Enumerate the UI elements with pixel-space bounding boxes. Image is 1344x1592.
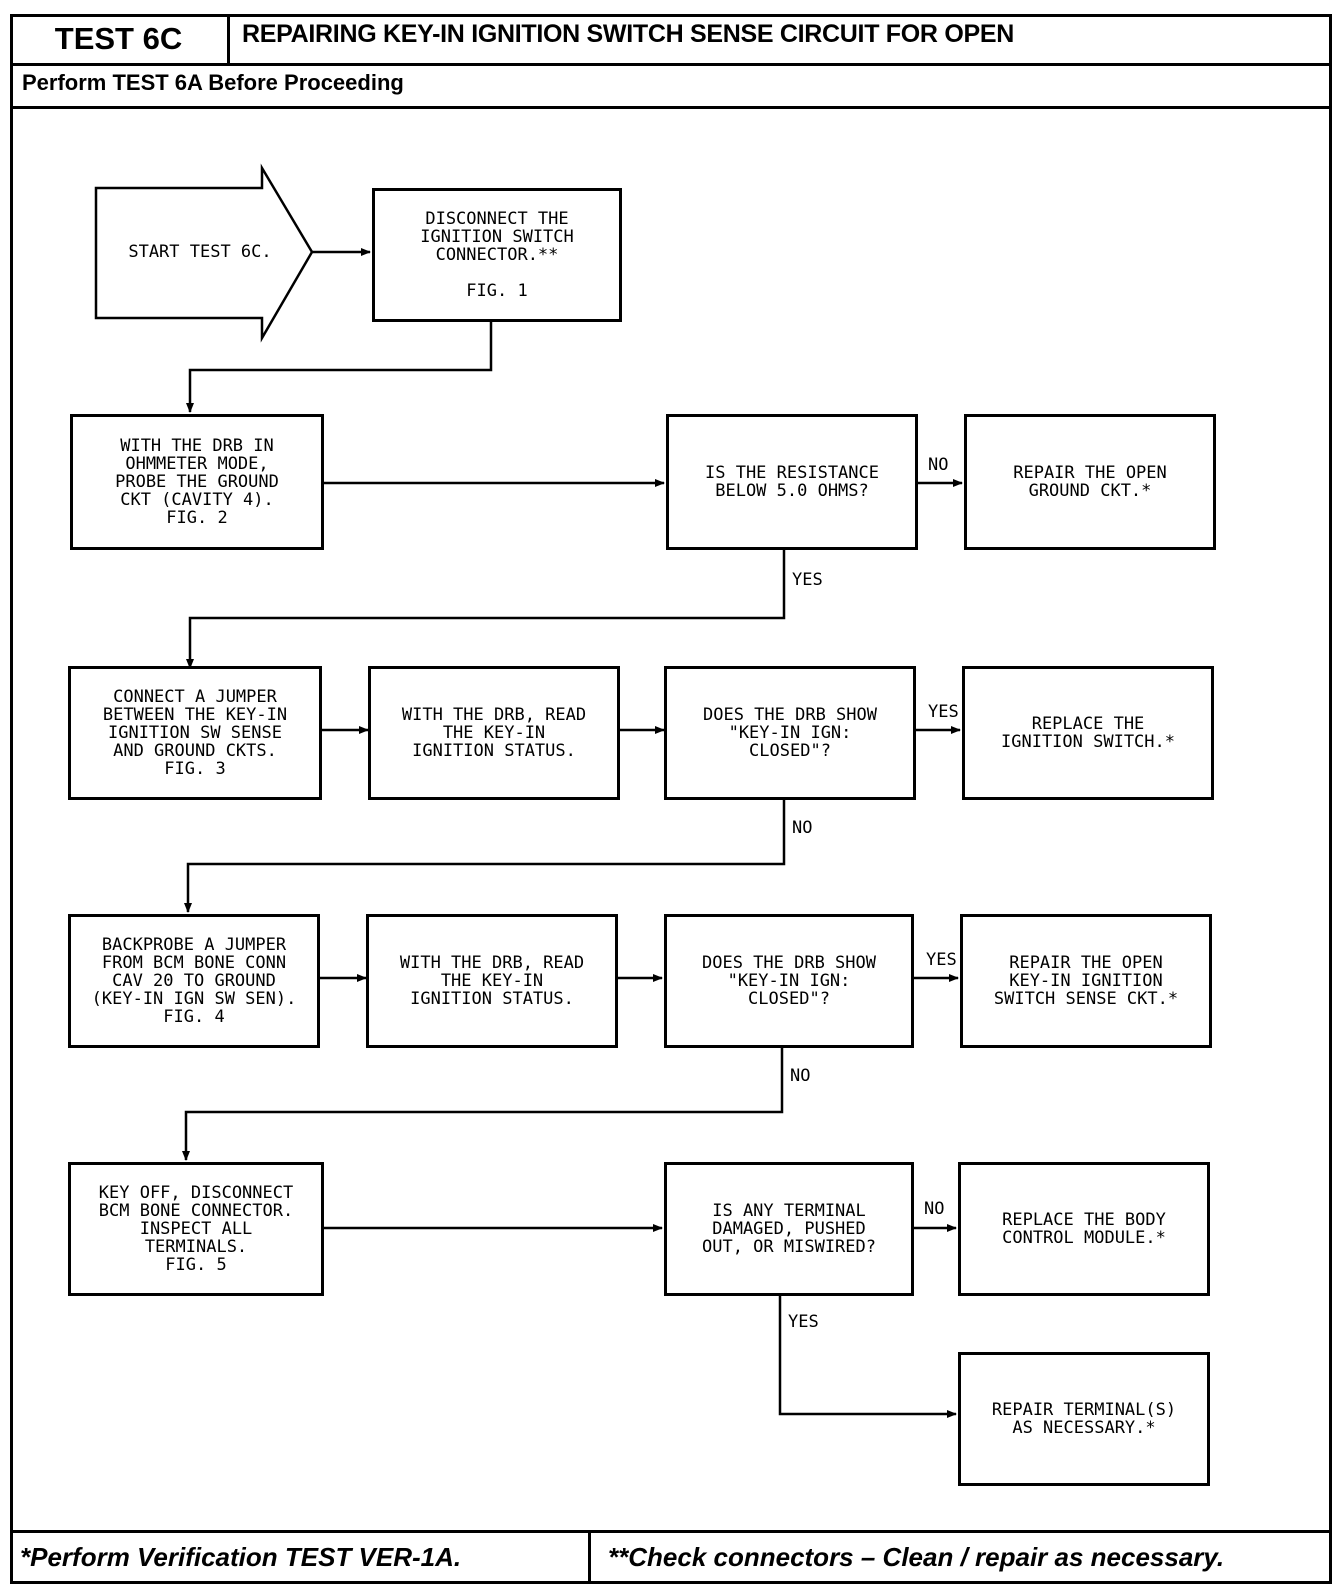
branch-no-label: NO [790,1066,811,1086]
repair-terminals-step: REPAIR TERMINAL(S) AS NECESSARY.* [958,1352,1210,1486]
footer-connector-note: **Check connectors – Clean / repair as n… [608,1542,1225,1572]
start-arrow-shape [94,163,314,343]
connect-jumper-step: CONNECT A JUMPER BETWEEN THE KEY-IN IGNI… [68,666,322,800]
drb-show-question-1: DOES THE DRB SHOW "KEY-IN IGN: CLOSED"? [664,666,916,800]
branch-no-label: NO [928,455,949,475]
branch-no-label: NO [924,1199,945,1219]
footer-separator [588,1530,591,1584]
header-divider [10,63,1332,66]
branch-yes-label: YES [928,702,959,722]
probe-ground-step: WITH THE DRB IN OHMMETER MODE, PROBE THE… [70,414,324,550]
branch-yes-label: YES [926,950,957,970]
read-status-step-2: WITH THE DRB, READ THE KEY-IN IGNITION S… [366,914,618,1048]
repair-ground-step: REPAIR THE OPEN GROUND CKT.* [964,414,1216,550]
start-node: START TEST 6C. [128,242,272,262]
prerequisite-note: Perform TEST 6A Before Proceeding [22,70,404,95]
page-title: REPAIRING KEY-IN IGNITION SWITCH SENSE C… [242,20,1014,48]
replace-bcm-step: REPLACE THE BODY CONTROL MODULE.* [958,1162,1210,1296]
repair-sense-step: REPAIR THE OPEN KEY-IN IGNITION SWITCH S… [960,914,1212,1048]
page-frame [10,14,1332,1584]
read-status-step-1: WITH THE DRB, READ THE KEY-IN IGNITION S… [368,666,620,800]
replace-switch-step: REPLACE THE IGNITION SWITCH.* [962,666,1214,800]
branch-yes-label: YES [788,1312,819,1332]
resistance-question: IS THE RESISTANCE BELOW 5.0 OHMS? [666,414,918,550]
branch-no-label: NO [792,818,813,838]
footer-verification-note: *Perform Verification TEST VER-1A. [20,1542,462,1572]
branch-yes-label: YES [792,570,823,590]
key-off-inspect-step: KEY OFF, DISCONNECT BCM BONE CONNECTOR. … [68,1162,324,1296]
footer-divider [10,1530,1332,1533]
header-divider-2 [10,106,1332,109]
terminal-question: IS ANY TERMINAL DAMAGED, PUSHED OUT, OR … [664,1162,914,1296]
backprobe-step: BACKPROBE A JUMPER FROM BCM BONE CONN CA… [68,914,320,1048]
drb-show-question-2: DOES THE DRB SHOW "KEY-IN IGN: CLOSED"? [664,914,914,1048]
disconnect-connector-step: DISCONNECT THE IGNITION SWITCH CONNECTOR… [372,188,622,322]
